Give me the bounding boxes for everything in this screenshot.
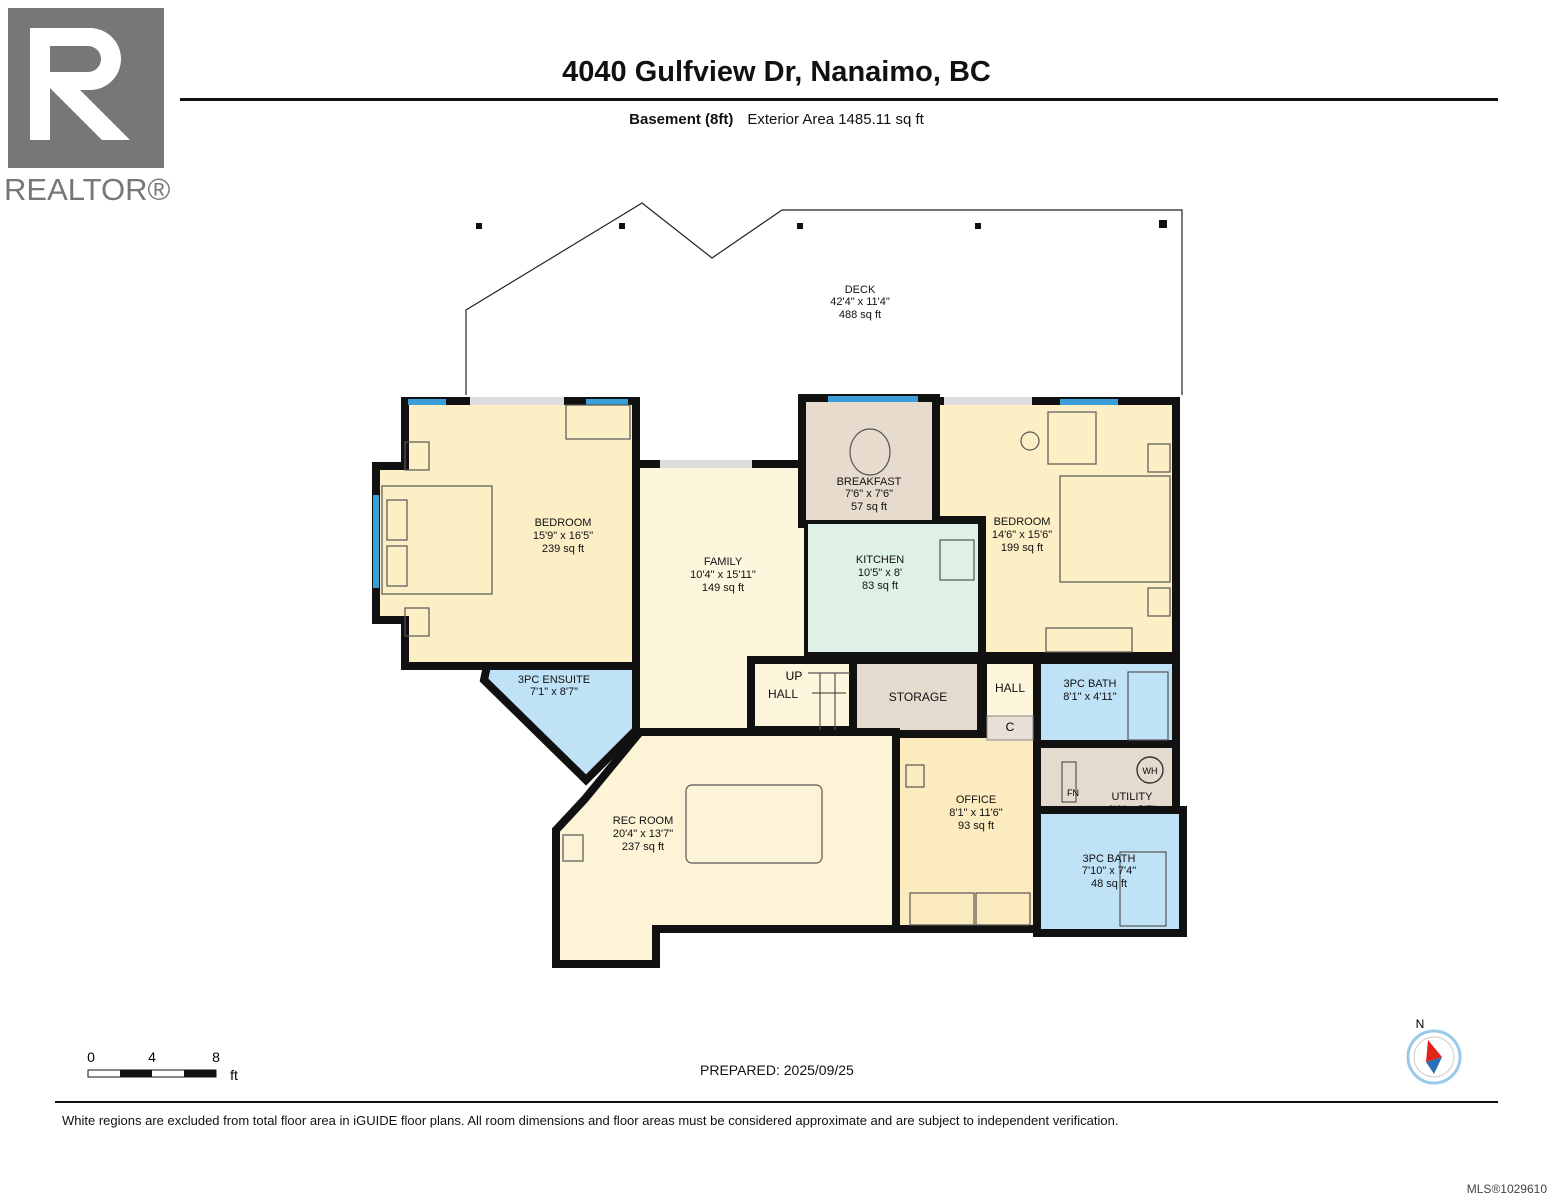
svg-text:10'4" x 15'11": 10'4" x 15'11" bbox=[690, 569, 756, 581]
svg-text:57 sq ft: 57 sq ft bbox=[851, 501, 887, 513]
svg-text:4: 4 bbox=[148, 1049, 156, 1065]
svg-text:7'10" x 7'4": 7'10" x 7'4" bbox=[1082, 865, 1136, 877]
svg-text:8: 8 bbox=[212, 1049, 220, 1065]
water-heater-label: WH bbox=[1143, 766, 1158, 776]
svg-text:DECK: DECK bbox=[845, 284, 876, 296]
svg-text:ft: ft bbox=[230, 1067, 238, 1083]
svg-text:REALTOR®: REALTOR® bbox=[4, 172, 171, 207]
svg-text:3PC BATH: 3PC BATH bbox=[1083, 853, 1136, 865]
office bbox=[892, 730, 1041, 933]
svg-text:0: 0 bbox=[87, 1049, 95, 1065]
realtor-logo: REALTOR® bbox=[0, 0, 180, 210]
kitchen bbox=[808, 524, 980, 656]
mls-number: MLS®1029610 bbox=[1466, 1182, 1547, 1196]
deck-outline bbox=[465, 202, 1183, 395]
compass-icon: N bbox=[1406, 1017, 1462, 1085]
doors bbox=[470, 397, 1032, 468]
svg-text:3PC ENSUITE: 3PC ENSUITE bbox=[518, 674, 590, 686]
svg-text:3PC BATH: 3PC BATH bbox=[1064, 678, 1117, 690]
svg-text:KITCHEN: KITCHEN bbox=[856, 554, 904, 566]
svg-text:83 sq ft: 83 sq ft bbox=[862, 580, 898, 592]
deck-posts bbox=[476, 220, 1167, 229]
svg-text:8'3" x 5'7": 8'3" x 5'7" bbox=[1108, 804, 1156, 816]
svg-text:8'1" x 11'6": 8'1" x 11'6" bbox=[949, 807, 1002, 819]
svg-text:48 sq ft: 48 sq ft bbox=[1091, 878, 1127, 890]
svg-text:BREAKFAST: BREAKFAST bbox=[837, 476, 902, 488]
svg-text:OFFICE: OFFICE bbox=[956, 794, 996, 806]
room-label-hall-2: HALL bbox=[995, 681, 1025, 695]
svg-text:10'5" x 8': 10'5" x 8' bbox=[858, 567, 902, 579]
subtitle: Basement (8ft) Exterior Area 1485.11 sq f… bbox=[0, 111, 1553, 128]
stairs-up-label: UP bbox=[786, 669, 803, 683]
furnace-label: FN bbox=[1067, 788, 1079, 798]
rec-room bbox=[552, 728, 900, 968]
svg-text:15'9" x 16'5": 15'9" x 16'5" bbox=[533, 530, 593, 542]
svg-text:239 sq ft: 239 sq ft bbox=[542, 543, 584, 555]
bedroom-left bbox=[372, 397, 640, 670]
divider bbox=[55, 1101, 1498, 1103]
svg-text:BEDROOM: BEDROOM bbox=[994, 516, 1051, 528]
svg-text:REC ROOM: REC ROOM bbox=[613, 815, 674, 827]
svg-text:20'4" x 13'7": 20'4" x 13'7" bbox=[613, 828, 673, 840]
bath-1 bbox=[1033, 656, 1180, 748]
exterior-area: Exterior Area 1485.11 sq ft bbox=[747, 111, 924, 128]
divider bbox=[180, 98, 1498, 101]
svg-text:42'4" x 11'4": 42'4" x 11'4" bbox=[830, 296, 890, 308]
furniture bbox=[381, 404, 1171, 927]
svg-text:199 sq ft: 199 sq ft bbox=[1001, 542, 1043, 554]
room-label-storage: STORAGE bbox=[889, 690, 947, 704]
svg-text:BEDROOM: BEDROOM bbox=[535, 517, 592, 529]
svg-text:93 sq ft: 93 sq ft bbox=[958, 820, 994, 832]
ensuite bbox=[479, 662, 640, 786]
prepared-date: PREPARED: 2025/09/25 bbox=[700, 1062, 854, 1078]
windows bbox=[373, 396, 1118, 588]
bath-2 bbox=[1033, 806, 1187, 937]
page-title: 4040 Gulfview Dr, Nanaimo, BC bbox=[562, 56, 991, 88]
svg-text:N: N bbox=[1416, 1017, 1425, 1031]
closet-label: C bbox=[1006, 720, 1015, 734]
scale-bar: 0 4 8 ft bbox=[87, 1049, 238, 1083]
svg-text:14'6" x 15'6": 14'6" x 15'6" bbox=[992, 529, 1052, 541]
svg-text:UTILITY: UTILITY bbox=[1112, 791, 1154, 803]
room-label-hall: HALL bbox=[768, 687, 798, 701]
svg-text:488 sq ft: 488 sq ft bbox=[839, 309, 881, 321]
svg-text:237 sq ft: 237 sq ft bbox=[622, 841, 664, 853]
closet bbox=[986, 715, 1034, 741]
svg-text:149 sq ft: 149 sq ft bbox=[702, 582, 744, 594]
disclaimer: White regions are excluded from total fl… bbox=[62, 1113, 1119, 1128]
water-heater-icon bbox=[1136, 756, 1164, 784]
svg-text:8'1" x 4'11": 8'1" x 4'11" bbox=[1063, 691, 1116, 703]
svg-text:7'1" x 8'7": 7'1" x 8'7" bbox=[530, 686, 578, 698]
svg-text:7'6" x 7'6": 7'6" x 7'6" bbox=[845, 488, 893, 500]
svg-text:FAMILY: FAMILY bbox=[704, 556, 743, 568]
hall-stairs bbox=[747, 656, 857, 734]
level-label: Basement (8ft) bbox=[629, 111, 734, 128]
